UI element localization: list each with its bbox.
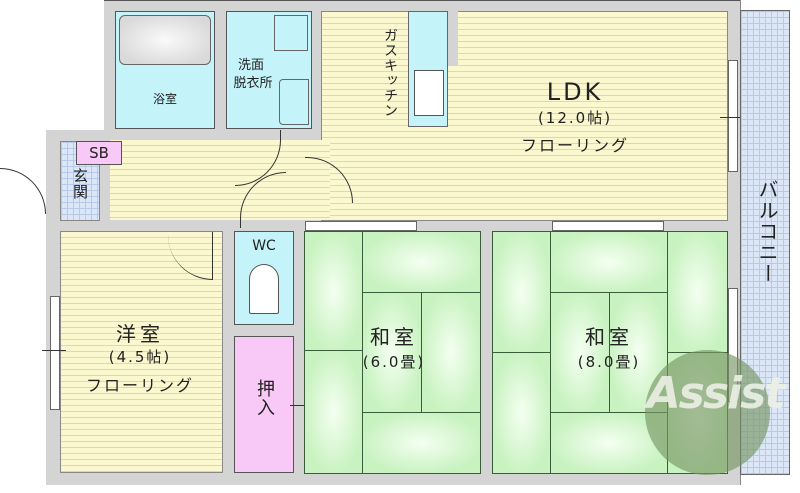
closet: 押入	[234, 336, 294, 473]
washing-machine-pan	[274, 15, 308, 51]
washroom-label-1: 洗面	[237, 58, 264, 73]
ldk-title: LDK	[546, 78, 604, 106]
closet-label: 押入	[254, 379, 275, 417]
toilet-room: WC	[234, 231, 294, 325]
tatami-mat	[492, 231, 551, 353]
bathtub	[119, 15, 211, 65]
kitchen-label: ガスキッチン	[382, 28, 398, 118]
hallway	[110, 140, 330, 220]
bath-room: 浴室	[115, 11, 215, 129]
toilet-label: WC	[252, 238, 276, 254]
kitchen-partition	[448, 11, 458, 66]
kitchen-counter	[408, 11, 448, 127]
tatami-mat	[667, 231, 728, 353]
western-title: 洋室	[116, 322, 164, 346]
tatami-mat	[492, 352, 551, 474]
sliding-door-ldk-8[interactable]	[552, 221, 664, 231]
ldk-balcony-window[interactable]	[728, 60, 738, 172]
japanese-8-title: 和室	[585, 325, 633, 349]
western-floor: フローリング	[85, 376, 194, 395]
japanese-6-size: (6.0畳)	[362, 353, 426, 371]
washroom-label-2: 脱衣所	[233, 76, 273, 91]
entrance-label: 玄関	[71, 168, 89, 200]
ldk-size: (12.0帖)	[537, 109, 613, 127]
toilet-bowl	[249, 264, 279, 314]
tatami-mat	[362, 412, 481, 474]
japanese-6-title: 和室	[370, 325, 418, 349]
sliding-door-ldk-6[interactable]	[305, 221, 417, 231]
tatami-mat	[550, 292, 610, 413]
japanese-8-size: (8.0畳)	[577, 353, 641, 371]
japanese-room-6: 和室 (6.0畳)	[304, 231, 481, 474]
front-door[interactable]	[0, 168, 46, 214]
western-window	[50, 296, 60, 410]
bath-label: 浴室	[152, 92, 177, 106]
outer-border	[104, 0, 740, 1]
ldk-window-tick	[720, 117, 744, 118]
ldk-room	[321, 11, 728, 221]
western-size: (4.5帖)	[108, 348, 172, 366]
shoe-box-label: SB	[89, 144, 109, 162]
tatami-mat	[362, 231, 481, 293]
balcony-label: バルコニー	[755, 179, 779, 284]
western-window-tick	[42, 350, 66, 351]
kitchen-sink	[414, 70, 444, 116]
shoe-box: SB	[76, 141, 122, 165]
wash-basin	[279, 79, 309, 125]
washroom: 洗面 脱衣所	[226, 11, 312, 129]
watermark-text: Assist	[646, 368, 786, 419]
tatami-mat	[304, 350, 363, 474]
closet-tick	[290, 405, 314, 406]
ldk-floor: フローリング	[520, 136, 629, 155]
tatami-mat	[362, 292, 422, 413]
tatami-mat	[550, 231, 668, 293]
